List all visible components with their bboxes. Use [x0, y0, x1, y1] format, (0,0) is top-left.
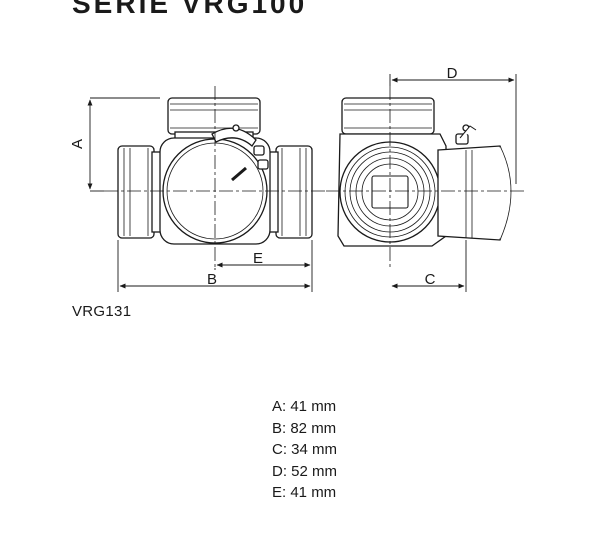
dimension-row-b: B: 82 mm: [272, 419, 337, 437]
front-right-port: [265, 145, 313, 239]
dimension-row-e: E: 41 mm: [272, 484, 337, 501]
dimension-row-d: D: 52 mm: [272, 462, 338, 480]
dimension-list: A: 41 mm B: 82 mm C: 34 mm D: 52 mm E: 4…: [272, 396, 337, 504]
side-top-port: [341, 97, 435, 135]
side-view: [337, 97, 512, 247]
dimension-lines: [87, 74, 517, 292]
model-name: VRG131: [72, 303, 132, 320]
dimension-row-a: A: 41 mm: [272, 398, 337, 415]
dimension-marker-a: A: [69, 139, 86, 149]
side-port-opening: [339, 141, 441, 243]
dimension-row-c: C: 34 mm: [272, 441, 338, 458]
front-left-port: [117, 145, 165, 239]
centerlines: [104, 86, 524, 268]
series-title: SERIE VRG100: [72, 0, 308, 19]
dimension-marker-d: D: [447, 65, 458, 82]
dimension-marker-b: B: [207, 271, 217, 288]
side-actuator: [437, 124, 512, 241]
dimension-marker-c: C: [425, 271, 436, 288]
front-selector-knob: [211, 124, 269, 182]
dimension-marker-e: E: [253, 250, 263, 267]
